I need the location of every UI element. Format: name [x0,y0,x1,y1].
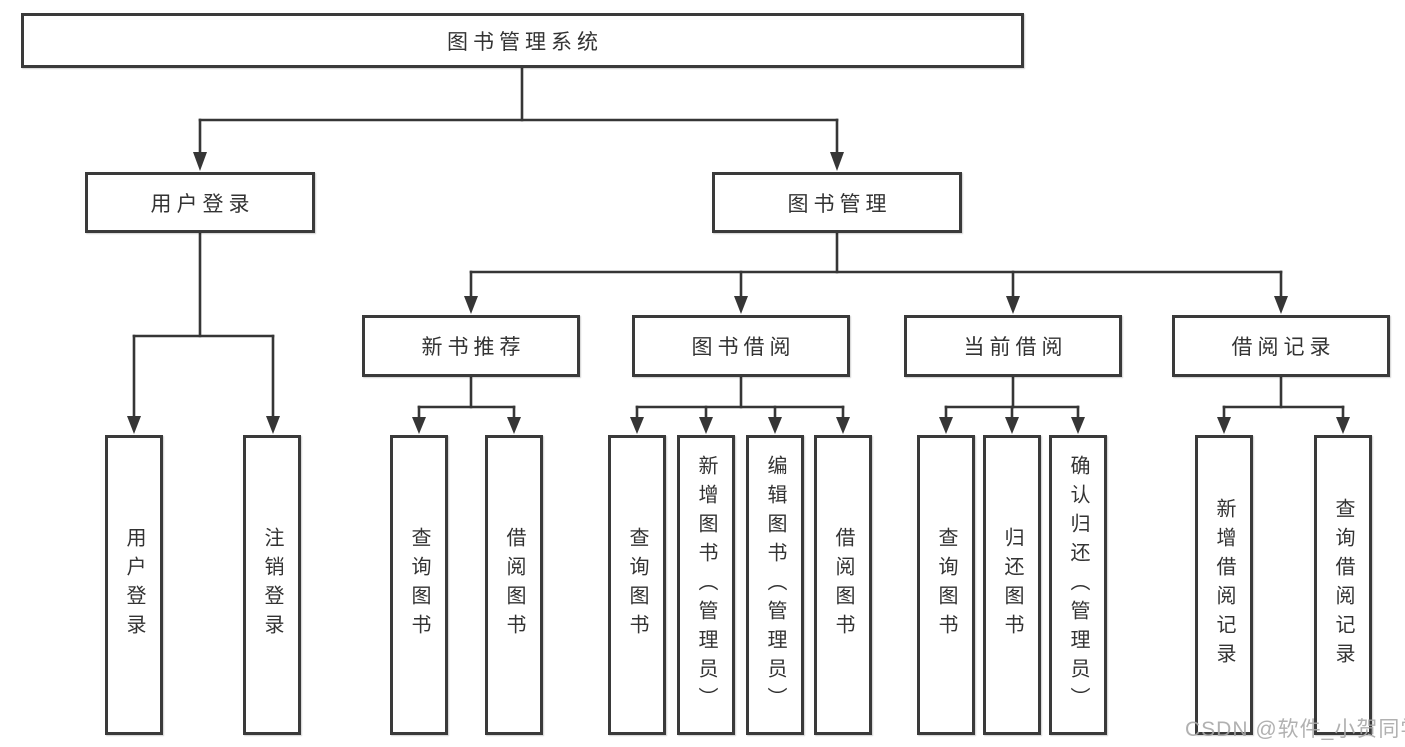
leaf-label: 查询图书 [626,527,648,643]
leaf-label: 新增借阅记录 [1213,498,1235,672]
node-current-borrowing: 当前借阅 [904,315,1122,377]
node-label: 图书管理系统 [447,30,603,54]
leaf-label: 借阅图书 [832,527,854,643]
node-label: 借阅记录 [1231,336,1336,359]
leaf-query-borrow-record: 查询借阅记录 [1314,435,1372,735]
leaf-label: 新增图书（管理员） [695,454,717,716]
leaf-label: 归还图书 [1001,527,1023,643]
leaf-logout: 注销登录 [243,435,301,735]
node-label: 图书借阅 [691,336,796,359]
node-label: 当前借阅 [963,336,1068,359]
csdn-watermark: CSDN @软件_小贺同学 [1185,718,1405,741]
leaf-user-login: 用户登录 [105,435,163,735]
leaf-return-books: 归还图书 [983,435,1041,735]
leaf-label: 用户登录 [123,527,145,643]
leaf-borrow-books-recommend: 借阅图书 [485,435,543,735]
node-label: 用户登录 [150,192,255,216]
leaf-query-books-recommend: 查询图书 [390,435,448,735]
node-label: 新书推荐 [421,336,526,359]
node-borrowing-records: 借阅记录 [1172,315,1390,377]
node-label: 图书管理 [787,192,892,216]
leaf-label: 借阅图书 [503,527,525,643]
leaf-query-books-borrow: 查询图书 [608,435,666,735]
leaf-add-books-admin: 新增图书（管理员） [677,435,735,735]
leaf-label: 编辑图书（管理员） [764,454,786,716]
node-book-management: 图书管理 [712,172,962,233]
node-new-book-recommendation: 新书推荐 [362,315,580,377]
node-user-login-branch: 用户登录 [85,172,315,233]
leaf-query-books-current: 查询图书 [917,435,975,735]
leaf-edit-books-admin: 编辑图书（管理员） [746,435,804,735]
node-library-management-system: 图书管理系统 [21,13,1024,68]
leaf-borrow-books: 借阅图书 [814,435,872,735]
leaf-label: 注销登录 [261,527,283,643]
leaf-label: 查询借阅记录 [1332,498,1354,672]
leaf-label: 查询图书 [408,527,430,643]
node-book-borrowing: 图书借阅 [632,315,850,377]
leaf-label: 查询图书 [935,527,957,643]
leaf-add-borrow-record: 新增借阅记录 [1195,435,1253,735]
leaf-confirm-return-admin: 确认归还（管理员） [1049,435,1107,735]
leaf-label: 确认归还（管理员） [1067,454,1089,716]
